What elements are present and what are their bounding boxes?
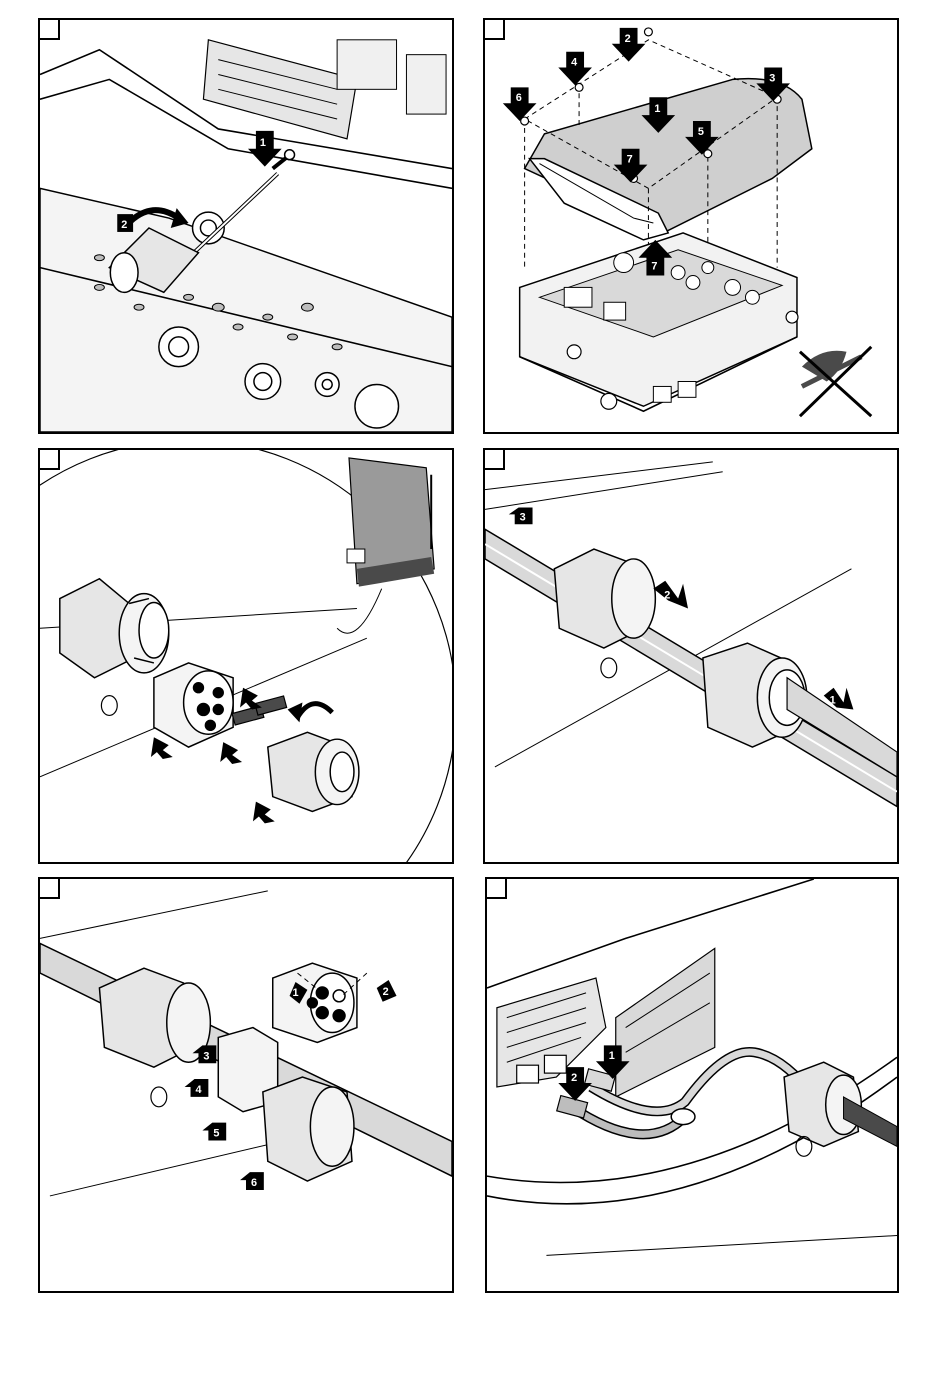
crossed-out-drill-icon [800, 347, 871, 416]
svg-text:6: 6 [251, 1177, 257, 1189]
step-marker-2: 2 [377, 980, 397, 1002]
panel-2-cover-removal: 1 2 3 4 5 6 7 7 [483, 18, 899, 434]
svg-text:1: 1 [609, 1050, 615, 1062]
step-marker-3: 3 [509, 507, 533, 524]
svg-text:2: 2 [664, 590, 670, 602]
svg-text:2: 2 [121, 219, 127, 231]
panel-1-screw-removal: 1 2 [38, 18, 454, 434]
panel-6-step-box [487, 879, 507, 899]
step-marker-4: 4 [185, 1079, 209, 1097]
panel-4-step-box [485, 450, 505, 470]
svg-text:7: 7 [627, 154, 633, 166]
svg-text:5: 5 [698, 126, 704, 138]
panel-2-step-box [485, 20, 505, 40]
panel-4-cable-insertion: 1 2 3 [483, 448, 899, 864]
svg-text:2: 2 [625, 33, 631, 45]
panel-5-step-box [40, 879, 60, 899]
step-marker-2: 2 [653, 581, 688, 609]
step-marker-5: 5 [202, 1123, 226, 1141]
svg-text:1: 1 [293, 987, 299, 999]
svg-text:2: 2 [571, 1072, 577, 1084]
svg-text:5: 5 [213, 1128, 219, 1140]
step-marker-2: 2 [612, 28, 646, 62]
step-marker-2: 2 [117, 214, 133, 232]
panel-2-illustration: 1 2 3 4 5 6 7 7 [485, 20, 897, 432]
panel-3-step-box [40, 450, 60, 470]
svg-text:6: 6 [516, 92, 522, 104]
svg-text:4: 4 [571, 57, 577, 69]
panel-1-step-box [40, 20, 60, 40]
svg-text:3: 3 [203, 1050, 209, 1062]
panel-1-illustration: 1 2 [40, 20, 452, 432]
svg-text:1: 1 [830, 695, 836, 707]
panel-3-illustration [40, 450, 452, 862]
inverter-housing-icon [347, 458, 434, 587]
svg-text:2: 2 [383, 986, 389, 998]
svg-text:3: 3 [520, 511, 526, 523]
panel-4-illustration: 1 2 3 [485, 450, 897, 862]
panel-3-gland-exploded [38, 448, 454, 864]
svg-text:1: 1 [260, 137, 266, 149]
panel-6-cable-connection: 1 2 [485, 877, 899, 1293]
svg-text:1: 1 [654, 103, 660, 115]
panel-5-seal-assembly: 1 2 3 4 5 6 [38, 877, 454, 1293]
svg-text:7: 7 [651, 261, 657, 273]
step-marker-4: 4 [558, 52, 592, 86]
panel-6-illustration: 1 2 [487, 879, 897, 1291]
panel-5-illustration: 1 2 3 4 5 6 [40, 879, 452, 1291]
step-marker-6: 6 [503, 87, 537, 121]
svg-text:3: 3 [769, 72, 775, 84]
step-marker-6: 6 [240, 1172, 264, 1190]
svg-text:4: 4 [195, 1084, 201, 1096]
